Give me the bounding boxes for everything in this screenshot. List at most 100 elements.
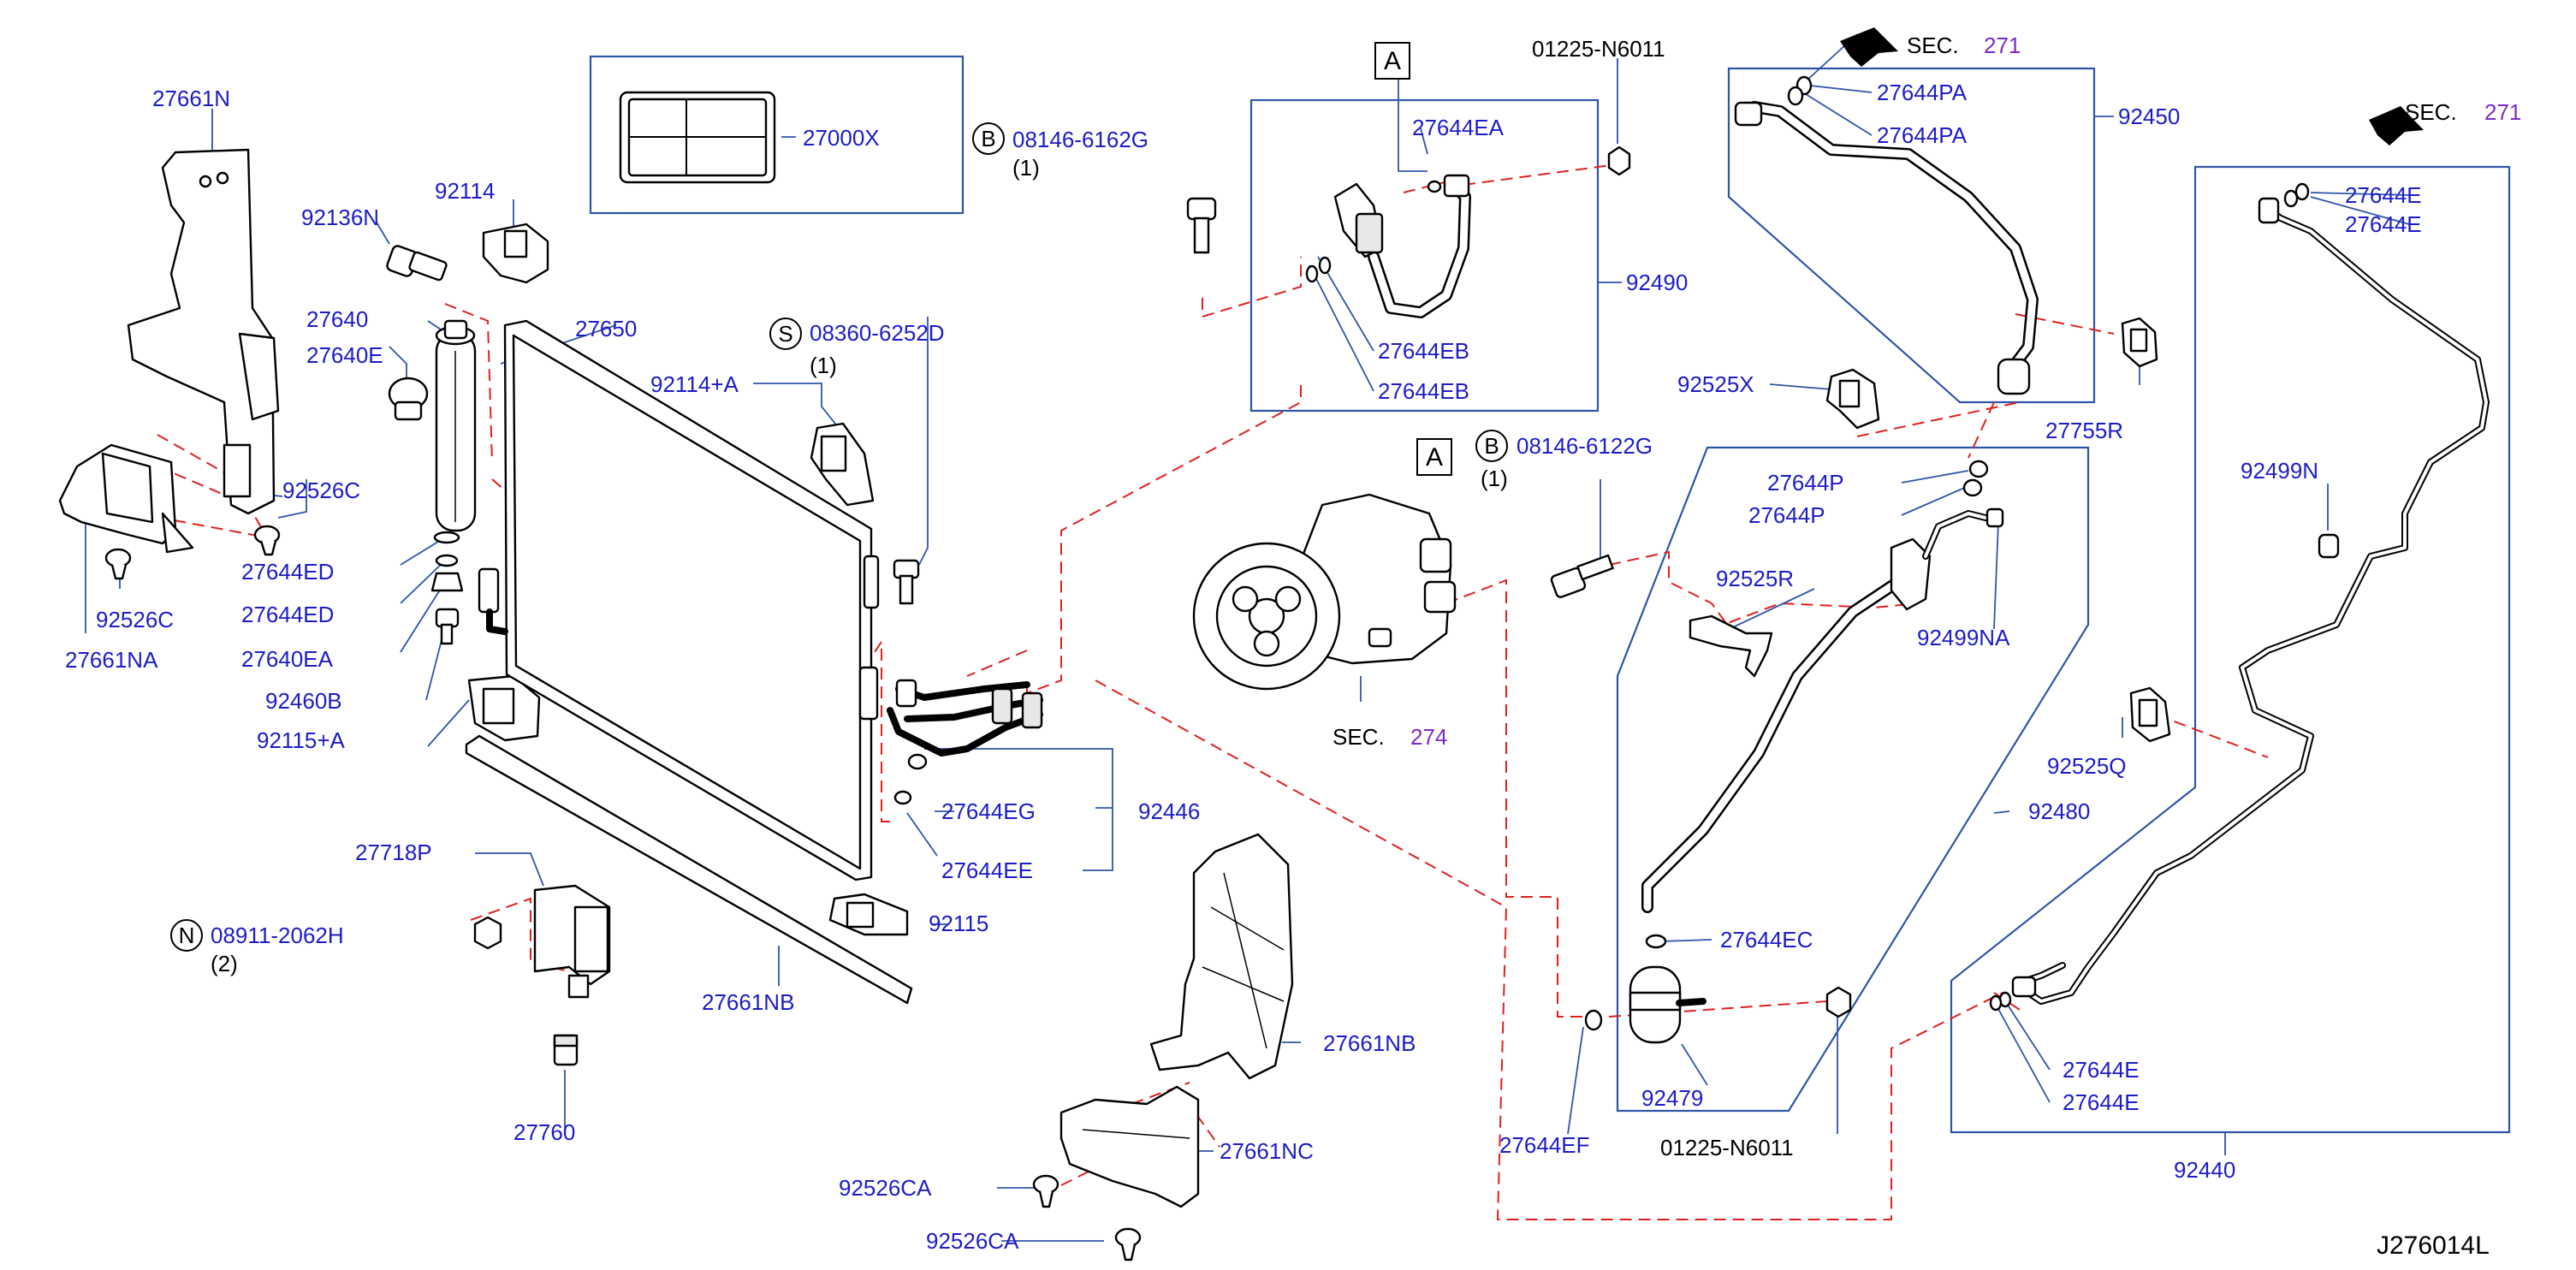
callout-27644p-b[interactable]: 27644P bbox=[1748, 502, 1825, 528]
callout-27640ea[interactable]: 27640EA bbox=[241, 646, 334, 672]
callout-27661nb-b[interactable]: 27661NB bbox=[1323, 1030, 1416, 1056]
callout-92499na[interactable]: 92499NA bbox=[1917, 625, 2010, 650]
svg-text:A: A bbox=[1384, 47, 1401, 75]
callout-27661n[interactable]: 27661N bbox=[152, 86, 230, 111]
bracket-27661nb bbox=[1149, 833, 1294, 1080]
group-box-92490 bbox=[1249, 98, 1600, 412]
callout-92526c-a[interactable]: 92526C bbox=[282, 478, 360, 503]
callout-92490[interactable]: 92490 bbox=[1626, 270, 1688, 295]
callout-01225-n6011-b[interactable]: 01225-N6011 bbox=[1660, 1135, 1794, 1160]
callout-92115[interactable]: 92115 bbox=[929, 911, 988, 936]
callout-08360-6252d[interactable]: 08360-6252D bbox=[810, 320, 945, 346]
callout-92114[interactable]: 92114 bbox=[435, 178, 495, 204]
marker-b-08146-6122g-icon: B bbox=[1475, 430, 1508, 462]
o-ring-27644ed-b bbox=[435, 554, 459, 567]
o-ring-27644p-b bbox=[1962, 478, 1983, 497]
callout-27000x[interactable]: 27000X bbox=[803, 125, 880, 151]
o-ring-27644e-a bbox=[2294, 182, 2310, 201]
callout-92460b[interactable]: 92460B bbox=[265, 688, 342, 714]
callout-92479[interactable]: 92479 bbox=[1641, 1085, 1703, 1111]
callout-92526ca-b[interactable]: 92526CA bbox=[926, 1228, 1019, 1254]
o-ring-27644eb-b bbox=[1305, 264, 1319, 283]
callout-27644e-c[interactable]: 27644E bbox=[2063, 1057, 2140, 1083]
callout-27644e-d[interactable]: 27644E bbox=[2063, 1089, 2140, 1115]
callout-01225-n6011-a[interactable]: 01225-N6011 bbox=[1532, 36, 1665, 62]
sec-271-a-number[interactable]: 271 bbox=[1984, 33, 2021, 58]
callout-27644p-a[interactable]: 27644P bbox=[1767, 470, 1844, 496]
clip-27755r bbox=[2121, 317, 2158, 368]
sec-271-b-label[interactable]: SEC. bbox=[2405, 99, 2457, 125]
callout-92450[interactable]: 92450 bbox=[2118, 104, 2180, 129]
group-box-92450 bbox=[1727, 67, 2096, 404]
callout-27661na[interactable]: 27661NA bbox=[65, 647, 158, 673]
callout-27644eb-b[interactable]: 27644EB bbox=[1378, 378, 1469, 404]
callout-92525x[interactable]: 92525X bbox=[1677, 371, 1754, 397]
clip-92526ca-a bbox=[1032, 1174, 1059, 1208]
callout-27644eb-a[interactable]: 27644EB bbox=[1378, 338, 1469, 364]
undercover-27661nc bbox=[1059, 1085, 1200, 1208]
callout-27661nb-a[interactable]: 27661NB bbox=[702, 989, 794, 1015]
callout-08146-6122g[interactable]: 08146-6122G bbox=[1517, 433, 1653, 459]
svg-text:S: S bbox=[778, 321, 792, 347]
seal-strip-27661nb bbox=[465, 734, 913, 1005]
cap-92499na bbox=[1985, 507, 2004, 528]
callout-27644pa-a[interactable]: 27644PA bbox=[1877, 80, 1968, 105]
callout-27640e[interactable]: 27640E bbox=[306, 342, 383, 368]
bracket-27661n bbox=[127, 148, 280, 515]
callout-92136n[interactable]: 92136N bbox=[301, 205, 379, 230]
o-ring-27644ed-a bbox=[433, 531, 460, 544]
callout-27644ee[interactable]: 27644EE bbox=[941, 858, 1033, 883]
callout-27644ed-a[interactable]: 27644ED bbox=[241, 559, 334, 585]
clip-92525x bbox=[1825, 368, 1880, 430]
callout-92525q[interactable]: 92525Q bbox=[2047, 753, 2127, 779]
o-ring-27644eg bbox=[907, 753, 928, 770]
callout-92446[interactable]: 92446 bbox=[1138, 798, 1200, 824]
label-box-27000x bbox=[589, 55, 965, 215]
callout-08146-6162g[interactable]: 08146-6162G bbox=[1012, 127, 1149, 152]
callout-27644ed-b[interactable]: 27644ED bbox=[241, 602, 334, 627]
callout-92526ca-a[interactable]: 92526CA bbox=[839, 1175, 932, 1201]
sec-271-b-number[interactable]: 271 bbox=[2484, 99, 2521, 125]
callout-27644pa-b[interactable]: 27644PA bbox=[1877, 122, 1968, 148]
callout-92480[interactable]: 92480 bbox=[2028, 798, 2090, 824]
cap-92499n bbox=[2318, 533, 2340, 559]
callout-27644ea[interactable]: 27644EA bbox=[1412, 115, 1505, 140]
callout-27644ef[interactable]: 27644EF bbox=[1499, 1132, 1590, 1158]
callout-92440[interactable]: 92440 bbox=[2174, 1157, 2235, 1183]
pipe-92446 bbox=[887, 679, 1043, 757]
group-box-92440 bbox=[1950, 165, 2511, 1134]
nut-01225-n6011-b bbox=[1825, 986, 1852, 1018]
callout-27755r[interactable]: 27755R bbox=[2045, 418, 2123, 443]
diagram-id: J276014L bbox=[2377, 1231, 2490, 1260]
callout-27661nc[interactable]: 27661NC bbox=[1220, 1138, 1314, 1164]
qty-08146-6122g: (1) bbox=[1481, 466, 1508, 491]
pipe-92440 bbox=[2011, 197, 2490, 1005]
sec-271-a-label[interactable]: SEC. bbox=[1907, 33, 1959, 58]
bracket-92525r bbox=[1689, 614, 1773, 678]
callout-27644e-b[interactable]: 27644E bbox=[2345, 211, 2422, 237]
svg-text:N: N bbox=[179, 923, 195, 948]
callout-27644eg[interactable]: 27644EG bbox=[941, 798, 1036, 824]
callout-labels: 27661N 92136N 92114 27640 27640E 27650 9… bbox=[65, 33, 2521, 1254]
callout-27650[interactable]: 27650 bbox=[575, 316, 637, 341]
svg-text:A: A bbox=[1426, 443, 1443, 472]
callout-92525r[interactable]: 92525R bbox=[1716, 566, 1794, 591]
callout-92499n[interactable]: 92499N bbox=[2241, 458, 2318, 484]
clip-92526c-b bbox=[104, 548, 132, 580]
callout-27644ec[interactable]: 27644EC bbox=[1720, 927, 1813, 952]
o-ring-27644pa-b bbox=[1787, 86, 1804, 106]
clamp-27640e bbox=[388, 377, 429, 421]
callout-92115a[interactable]: 92115+A bbox=[257, 727, 346, 753]
sec-274-number[interactable]: 274 bbox=[1410, 724, 1447, 750]
callout-92114a[interactable]: 92114+A bbox=[650, 371, 739, 397]
sec-274-label[interactable]: SEC. bbox=[1333, 724, 1385, 750]
callout-27718p[interactable]: 27718P bbox=[355, 840, 432, 865]
callout-92526c-b[interactable]: 92526C bbox=[96, 607, 174, 632]
callout-08911-2062h[interactable]: 08911-2062H bbox=[211, 923, 344, 948]
callout-27640[interactable]: 27640 bbox=[306, 306, 368, 332]
cap-27640ea bbox=[430, 572, 464, 592]
svg-text:B: B bbox=[1484, 433, 1499, 459]
callout-27644e-a[interactable]: 27644E bbox=[2345, 182, 2422, 208]
callout-27760[interactable]: 27760 bbox=[513, 1119, 575, 1145]
